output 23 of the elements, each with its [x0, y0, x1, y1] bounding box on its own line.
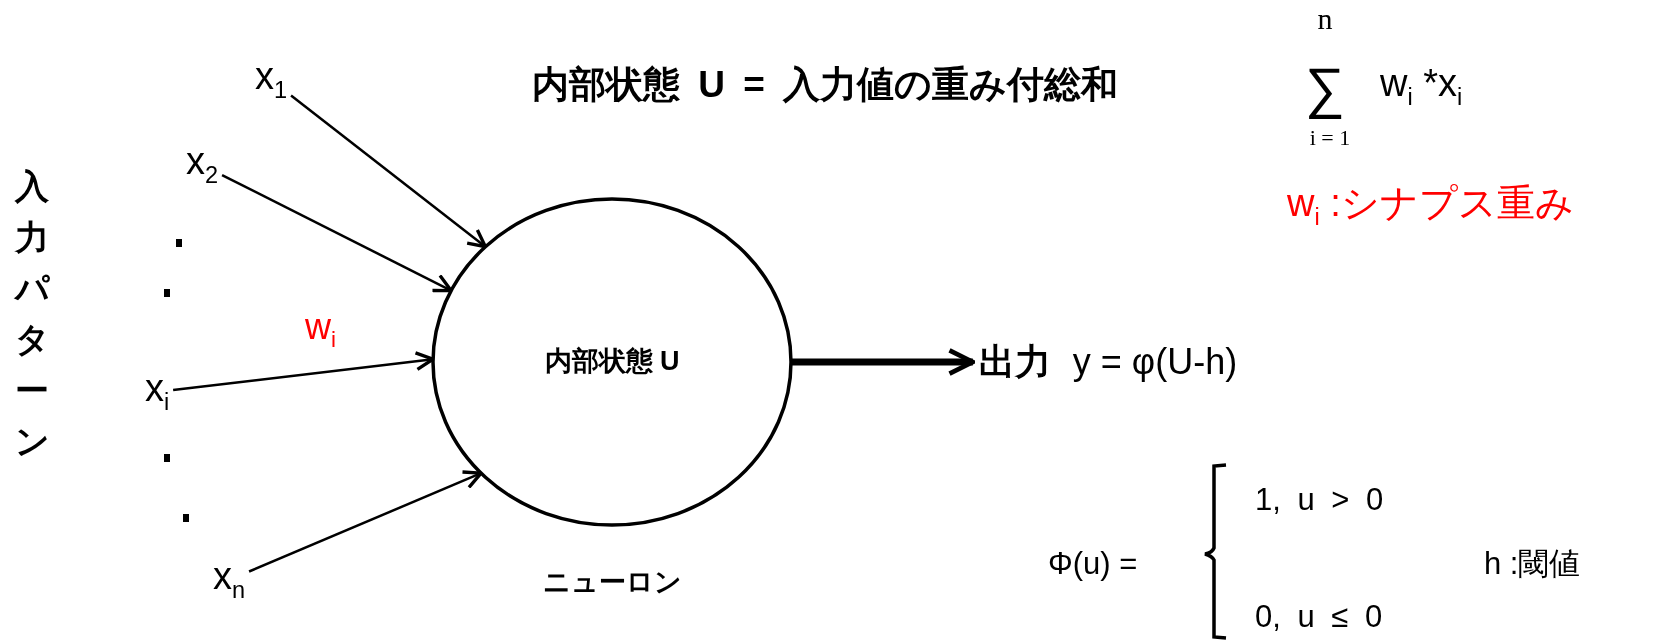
neuron-label: 内部状態 U — [544, 347, 680, 377]
input-variable: x$_{2}$ — [185, 141, 219, 189]
input-variable: x$_{n}$ — [212, 556, 246, 604]
arrow — [791, 348, 976, 376]
output-label: 出力 — [978, 342, 1051, 382]
arrow — [248, 470, 483, 573]
formula-text: i = 1 — [1309, 125, 1351, 151]
arrow — [290, 94, 488, 249]
formula-text: n — [1317, 1, 1333, 35]
sum-symbol: ∑ — [1305, 57, 1345, 119]
output-formula: y = φ(U-h) — [1072, 342, 1238, 382]
input-variable: x$_{i}$ — [144, 368, 170, 416]
formula-text: w$_{i}$ :シナプス重み — [1287, 183, 1574, 231]
formula-text: Φ(u) = — [1048, 546, 1138, 582]
formula-text: 1, u > 0 — [1255, 482, 1384, 518]
arrow — [221, 174, 453, 293]
formula-text: h :閾値 — [1484, 546, 1581, 582]
input-variable: x$_{1}$ — [254, 56, 288, 104]
formula-text: w$_{i}$ *x$_{i}$ — [1380, 63, 1463, 111]
formula-text: 内部状態 U = 入力値の重み付総和 — [532, 64, 1119, 106]
node-caption: ニューロン — [542, 568, 682, 598]
formula-text: 0, u ≤ 0 — [1255, 599, 1383, 635]
side-title: 入力パターン — [15, 166, 49, 462]
